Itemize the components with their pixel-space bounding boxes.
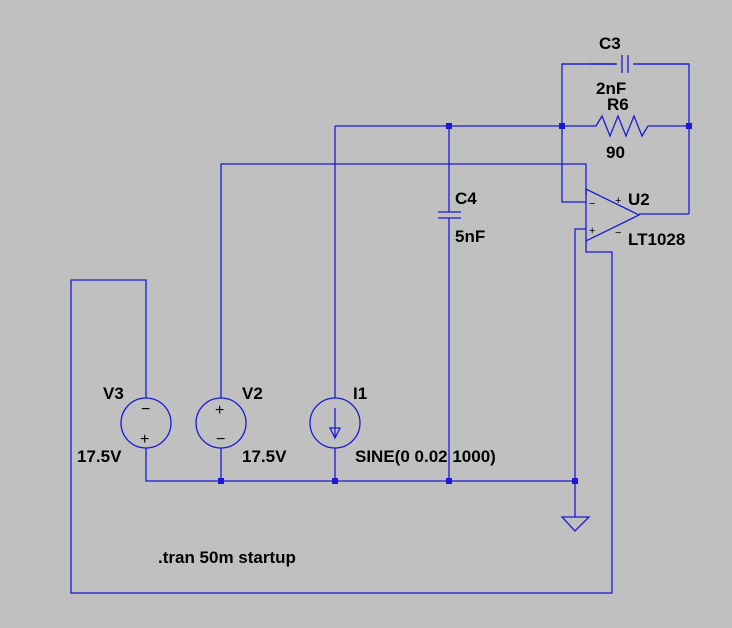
- u2-pin-plus: +: [589, 225, 595, 237]
- junction-dot: [446, 123, 452, 129]
- junction-dot: [559, 123, 565, 129]
- current-source-i1[interactable]: I1 SINE(0 0.02 1000): [309, 384, 496, 466]
- v2-minus: −: [216, 431, 225, 448]
- u2-value: LT1028: [628, 230, 685, 249]
- capacitor-c4[interactable]: C4 5nF: [438, 189, 485, 246]
- u2-triangle: [585, 187, 641, 243]
- wire-v3-loop[interactable]: [70, 241, 613, 594]
- wire-inverting-input[interactable]: [561, 126, 586, 203]
- v3-minus: −: [141, 401, 150, 418]
- v3-name: V3: [103, 384, 124, 403]
- spice-directive[interactable]: .tran 50m startup: [158, 548, 296, 567]
- junction-dot: [446, 478, 452, 484]
- v2-circle: [195, 397, 247, 449]
- v3-circle: [120, 397, 172, 449]
- c4-value: 5nF: [455, 227, 485, 246]
- r6-value: 90: [606, 143, 625, 162]
- voltage-source-v2[interactable]: + − V2 17.5V: [195, 384, 287, 466]
- u2-supply-plus: +: [615, 195, 621, 207]
- i1-name: I1: [353, 384, 367, 403]
- v3-plus: +: [140, 431, 149, 448]
- junction-dot: [218, 478, 224, 484]
- opamp-u2[interactable]: − + + − U2 LT1028: [585, 187, 685, 249]
- capacitor-c3[interactable]: C3 2nF: [562, 34, 689, 98]
- ground-symbol[interactable]: [560, 516, 591, 532]
- u2-name: U2: [628, 190, 650, 209]
- c3-name: C3: [599, 34, 621, 53]
- wires: [70, 63, 690, 594]
- c3-value: 2nF: [596, 79, 626, 98]
- wire-v2-supply[interactable]: [220, 163, 587, 398]
- wire-ground-bus[interactable]: [145, 448, 575, 482]
- junction-dot: [332, 478, 338, 484]
- ground-triangle: [560, 516, 591, 532]
- junction-dot: [572, 478, 578, 484]
- i1-arrow-head: [328, 427, 342, 440]
- voltage-source-v3[interactable]: − + V3 17.5V: [77, 384, 172, 466]
- i1-value: SINE(0 0.02 1000): [355, 447, 496, 466]
- v3-value: 17.5V: [77, 447, 122, 466]
- r6-zigzag: [592, 114, 649, 138]
- resistor-r6[interactable]: R6 90: [592, 95, 649, 162]
- v2-value: 17.5V: [242, 447, 287, 466]
- junction-dot: [686, 123, 692, 129]
- junctions: [218, 123, 692, 484]
- u2-supply-minus: −: [615, 227, 621, 239]
- v2-name: V2: [242, 384, 263, 403]
- u2-pin-minus: −: [589, 198, 595, 210]
- v2-plus: +: [215, 402, 224, 419]
- i1-circle: [309, 397, 361, 449]
- r6-name: R6: [607, 95, 629, 114]
- c4-name: C4: [455, 189, 477, 208]
- wire-noninv-input[interactable]: [574, 228, 586, 517]
